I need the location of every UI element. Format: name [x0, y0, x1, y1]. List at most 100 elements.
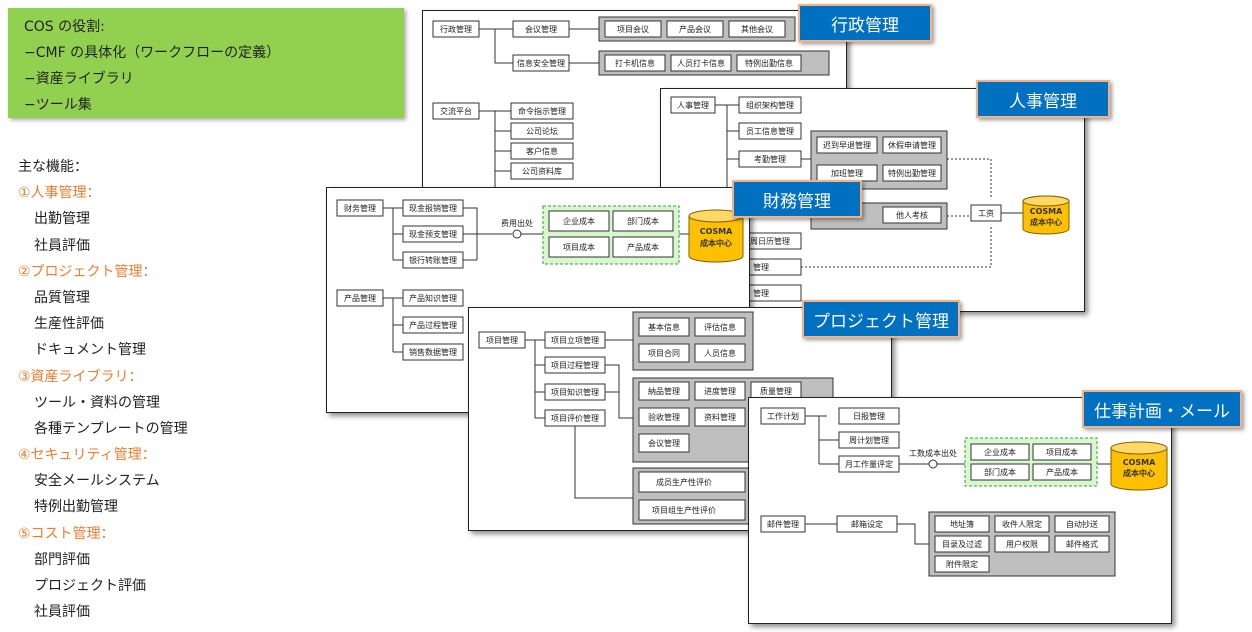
- finance-diagram: 财务管理 现金报销管理 现金预支管理 银行转账管理 费用出处 企业成本 部门成本…: [336, 199, 744, 361]
- finance-g2-label: 部门成本: [627, 216, 659, 226]
- hr-daily-label: 周日历管理: [750, 236, 790, 246]
- finance-f2-label: 现金预支管理: [409, 229, 457, 239]
- project-title: プロジェクト管理: [813, 311, 949, 332]
- work-w3-label: 月工作量评定: [845, 459, 893, 469]
- project-b2-label: 评估信息: [704, 322, 736, 332]
- feature-category: ④セキュリティ管理：: [18, 447, 156, 464]
- work-g3-label: 部门成本: [984, 467, 1016, 477]
- feature-category: ③資産ライブラリ：: [18, 368, 143, 385]
- admin-diagram: 行政管理 会议管理 信息安全管理 项目会议 产品会议 其他会议 打卡机信息 人员…: [432, 16, 830, 191]
- work-title: 仕事計画・メール: [1094, 401, 1230, 422]
- work-mail-label: 邮件管理: [767, 519, 799, 529]
- finance-root-label: 财务管理: [344, 203, 376, 213]
- admin-comm-label: 交流平台: [440, 106, 472, 116]
- feature-category: ①人事管理：: [18, 185, 101, 202]
- finance-g4-label: 产品成本: [627, 242, 659, 252]
- work-diagram-card: 工作计划 日报管理 周计划管理 月工作量评定 工数成本出处 企业成本 项目成本 …: [748, 397, 1172, 624]
- finance-p2-label: 产品过程管理: [409, 320, 457, 330]
- admin-s2-label: 人员打卡信息: [677, 58, 725, 68]
- feature-list: 主な機能： ①人事管理： 出勤管理 社員評価 ②プロジェクト管理： 品質管理 生…: [18, 154, 318, 625]
- project-title-badge: プロジェクト管理: [802, 300, 960, 338]
- project-d6-label: 会议管理: [648, 438, 680, 448]
- work-cost-center-label: 成本中心: [1123, 468, 1155, 478]
- project-d1-label: 納品管理: [648, 386, 680, 396]
- hr-leave-label: 休假申请管理: [888, 140, 936, 150]
- admin-root-label: 行政管理: [440, 24, 472, 34]
- finance-p1-label: 产品知识管理: [409, 293, 457, 303]
- finance-expense-label: 费用出处: [501, 218, 533, 228]
- admin-meeting-label: 会议管理: [525, 24, 557, 34]
- hr-staff-label: 员工信息管理: [746, 126, 794, 136]
- admin-m1-label: 项目会议: [617, 24, 649, 34]
- admin-m3-label: 其他会议: [741, 24, 773, 34]
- work-x6-label: 邮件格式: [1066, 539, 1098, 549]
- role-line: −CMF の具体化（ワークフローの定義）: [24, 45, 281, 61]
- feature-category: ②プロジェクト管理：: [18, 263, 157, 280]
- feature-item: 部門評価: [34, 551, 90, 568]
- feature-item: ツール・資料の管理: [34, 394, 160, 411]
- project-a3-label: 项目知识管理: [551, 387, 599, 397]
- hr-root-label: 人事管理: [677, 100, 709, 110]
- work-x7-label: 附件限定: [946, 559, 978, 569]
- project-d2-label: 进度管理: [704, 386, 736, 396]
- project-d5-label: 资料管理: [704, 412, 736, 422]
- feature-item: ドキュメント管理: [34, 342, 146, 359]
- work-diagram: 工作计划 日报管理 周计划管理 月工作量评定 工数成本出处 企业成本 项目成本 …: [760, 407, 1168, 577]
- feature-item: 生産性評価: [34, 316, 104, 333]
- project-a4-label: 项目评价管理: [551, 413, 599, 423]
- feature-item: 社員評価: [34, 237, 90, 254]
- hr-ot-label: 加班管理: [831, 168, 863, 178]
- finance-product-label: 产品管理: [344, 293, 376, 303]
- finance-g1-label: 企业成本: [563, 216, 595, 226]
- project-d4-label: 验收管理: [648, 412, 680, 422]
- admin-infosec-label: 信息安全管理: [517, 58, 565, 68]
- work-cost-label: 工数成本出处: [909, 448, 957, 458]
- admin-c1-label: 命令指示管理: [518, 106, 566, 116]
- feature-item: 安全メールシステム: [34, 473, 160, 490]
- hr-diagram: 人事管理 组织架构管理 员工信息管理 考勤管理 迟到早退管理 休假申请管理 加班…: [670, 96, 1070, 302]
- work-x1-label: 地址簿: [950, 519, 974, 529]
- work-x3-label: 自动抄送: [1066, 519, 1098, 529]
- project-root-label: 项目管理: [486, 335, 518, 345]
- admin-s1-label: 打卡机信息: [615, 58, 655, 68]
- admin-title: 行政管理: [831, 15, 899, 36]
- work-x5-label: 用户权限: [1006, 539, 1038, 549]
- hr-mgmt1-label: 管理: [753, 262, 769, 272]
- hr-attend-label: 考勤管理: [754, 154, 786, 164]
- hr-mgmt2-label: 管理: [753, 288, 769, 298]
- work-x4-label: 目录及过滤: [942, 539, 982, 549]
- project-e2-label: 项目组生产性评价: [652, 505, 716, 515]
- role-summary-box: COS の役割: −CMF の具体化（ワークフローの定義） −資産ライブラリ −…: [8, 8, 404, 118]
- finance-cosma-label: COSMA: [700, 227, 733, 236]
- project-b4-label: 人员信息: [704, 348, 736, 358]
- feature-item: プロジェクト評価: [34, 578, 146, 594]
- admin-m2-label: 产品会议: [679, 24, 711, 34]
- work-root-label: 工作计划: [767, 411, 799, 421]
- hr-title-badge: 人事管理: [976, 80, 1110, 118]
- admin-c4-label: 公司资料库: [522, 166, 562, 176]
- feature-item: 各種テンプレートの管理: [34, 420, 188, 437]
- finance-f3-label: 银行转账管理: [409, 255, 457, 265]
- project-b1-label: 基本信息: [648, 322, 680, 332]
- admin-s3-label: 特例出勤信息: [745, 58, 793, 68]
- finance-p3-label: 销售数据管理: [409, 347, 457, 357]
- project-a2-label: 项目过程管理: [551, 360, 599, 370]
- finance-g3-label: 项目成本: [563, 242, 595, 252]
- project-a1-label: 项目立项管理: [551, 335, 599, 345]
- feature-item: 出勤管理: [34, 211, 90, 228]
- role-heading: COS の役割:: [24, 19, 105, 35]
- work-w1-label: 日报管理: [853, 411, 885, 421]
- hr-org-label: 组织架构管理: [746, 100, 794, 110]
- feature-heading: 主な機能：: [18, 159, 88, 175]
- admin-c3-label: 客户信息: [526, 146, 558, 156]
- project-diagram-card: 项目管理 项目立项管理 项目过程管理 项目知识管理 项目评价管理 基本信息 评估…: [468, 307, 892, 531]
- role-line: −資産ライブラリ: [24, 71, 134, 87]
- hr-late-label: 迟到早退管理: [823, 140, 871, 150]
- finance-title-badge: 財務管理: [732, 180, 862, 218]
- project-b3-label: 项目合同: [648, 348, 680, 358]
- hr-cost-center-label: 成本中心: [1030, 217, 1062, 227]
- work-g1-label: 企业成本: [984, 447, 1016, 457]
- hr-cosma-label: COSMA: [1030, 207, 1063, 216]
- hr-eval-label: 他人考核: [896, 210, 928, 220]
- finance-cost-center-label: 成本中心: [700, 238, 732, 248]
